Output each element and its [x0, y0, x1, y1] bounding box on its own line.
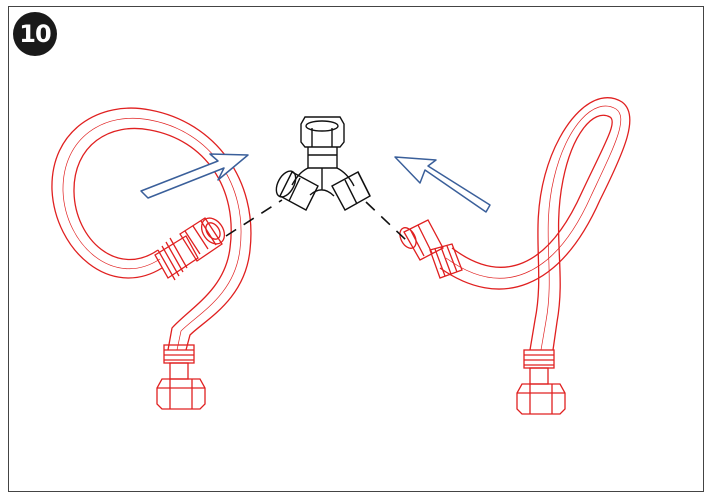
y-splitter-left-outlet: [275, 170, 319, 211]
arrow-up-left-icon: [394, 156, 491, 213]
left-alignment-guide: [225, 199, 283, 237]
y-splitter-top-nut: [300, 116, 345, 148]
left-hose-rib: [62, 117, 242, 351]
alignment-guides: [225, 199, 407, 241]
left-hose-lower-sleeve: [163, 344, 195, 380]
right-hose-upper-sleeve: [429, 243, 463, 279]
step-number: 10: [19, 20, 51, 48]
y-splitter-body: [291, 167, 355, 197]
left-hose: [51, 107, 252, 410]
arrow-up-right-icon: [140, 153, 249, 199]
step-number-badge: 10: [13, 12, 57, 56]
y-splitter-neck: [307, 147, 338, 169]
y-splitter-fitting: [275, 116, 371, 211]
left-hose-upper-sleeve: [154, 235, 199, 281]
instruction-frame: [8, 6, 704, 492]
left-hose-outer-edge: [51, 107, 252, 351]
right-hose-lower-nut: [516, 383, 566, 415]
left-hose-lower-nut: [156, 378, 206, 410]
left-hose-inner-edge: [73, 127, 232, 351]
right-hose: [399, 97, 631, 415]
left-hose-upper-nut: [179, 217, 226, 262]
right-alignment-guide: [365, 201, 407, 241]
right-hose-rib: [445, 105, 622, 351]
y-splitter-right-outlet: [331, 171, 371, 211]
right-hose-upper-nut: [399, 219, 444, 261]
right-hose-outer-edge: [439, 97, 631, 351]
right-hose-inner-edge: [451, 114, 613, 351]
right-hose-lower-sleeve: [523, 349, 555, 385]
